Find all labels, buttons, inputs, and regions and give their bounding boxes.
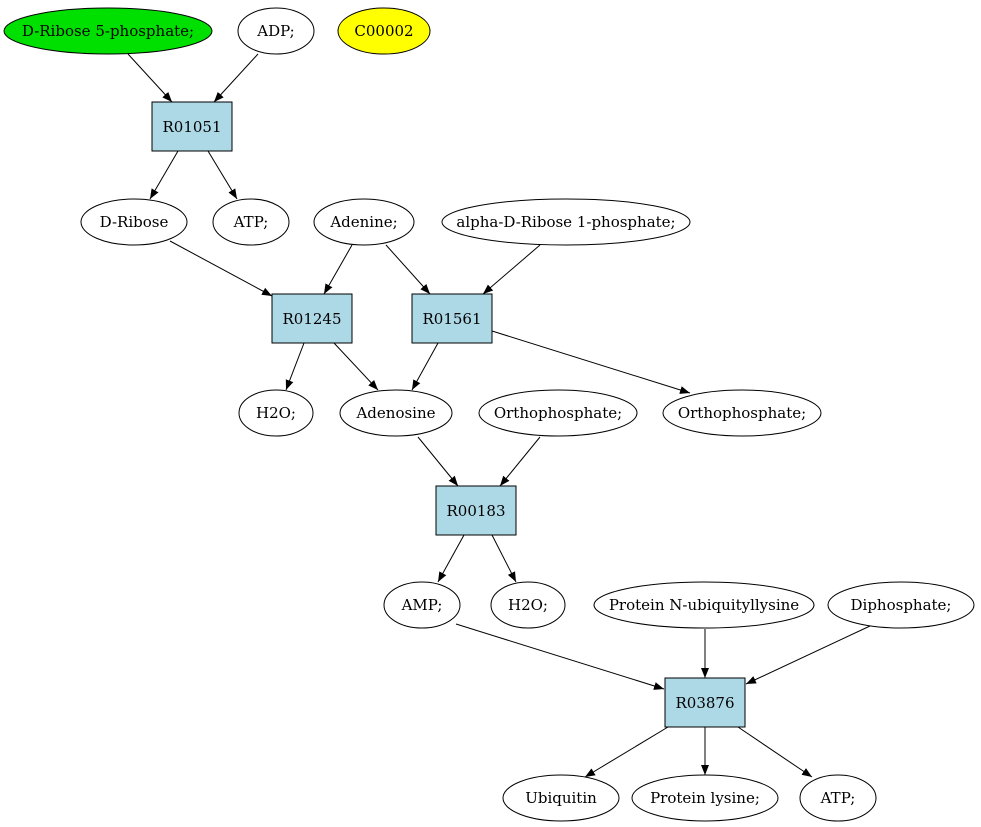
- compound-ellipse-atp-1: [212, 198, 290, 246]
- reaction-box-r03876: [664, 677, 746, 728]
- node-r00183[interactable]: R00183: [435, 485, 517, 536]
- label-ubiquitin: Ubiquitin: [525, 789, 597, 807]
- label-d-ribose: D-Ribose: [100, 213, 169, 231]
- node-protein-n-ubiquityllysine[interactable]: Protein N-ubiquityllysine: [593, 581, 815, 629]
- label-r01561: R01561: [422, 310, 481, 328]
- node-atp-1[interactable]: ATP;: [212, 198, 290, 246]
- edge-r03876-to-atp-2: [737, 726, 813, 778]
- node-c00002[interactable]: C00002: [337, 7, 431, 55]
- label-r00183: R00183: [446, 502, 505, 520]
- label-protein-n-ubiquityllysine: Protein N-ubiquityllysine: [609, 596, 799, 614]
- reaction-box-r01051: [151, 101, 233, 152]
- label-r01051: R01051: [162, 118, 221, 136]
- compound-ellipse-diphosphate: [827, 581, 975, 629]
- compound-ellipse-c00002: [337, 7, 431, 55]
- edge-r01245-to-h2o-1: [285, 342, 305, 391]
- compound-ellipse-d-ribose: [80, 198, 188, 246]
- node-r01051[interactable]: R01051: [151, 101, 233, 152]
- edges-layer: [127, 53, 871, 778]
- edge-amp-to-r03876: [455, 623, 665, 690]
- label-adenosine: Adenosine: [355, 404, 435, 422]
- edge-orthophosphate-1-to-r00183: [499, 436, 541, 487]
- edge-r01561-to-orthophosphate-2: [491, 330, 691, 394]
- edge-r01561-to-adenosine: [411, 342, 439, 391]
- node-d-ribose[interactable]: D-Ribose: [80, 198, 188, 246]
- node-r01245[interactable]: R01245: [271, 293, 353, 344]
- node-diphosphate[interactable]: Diphosphate;: [827, 581, 975, 629]
- edge-d-ribose-to-r01245: [169, 240, 273, 297]
- edge-r01051-to-atp-1: [207, 150, 238, 200]
- label-d-ribose-5-phosphate: D-Ribose 5-phosphate;: [22, 22, 194, 40]
- compound-ellipse-amp: [383, 581, 461, 629]
- compound-ellipse-adp: [237, 7, 315, 55]
- edge-r01245-to-adenosine: [333, 342, 379, 391]
- compound-ellipse-adenosine: [339, 389, 453, 437]
- edge-diphosphate-to-r03876: [745, 625, 871, 685]
- label-diphosphate: Diphosphate;: [851, 596, 952, 614]
- compound-ellipse-orthophosphate-2: [662, 389, 822, 437]
- node-h2o-1[interactable]: H2O;: [238, 389, 314, 437]
- node-r01561[interactable]: R01561: [411, 293, 493, 344]
- compound-ellipse-d-ribose-5-phosphate: [3, 7, 213, 55]
- node-protein-lysine[interactable]: Protein lysine;: [631, 774, 779, 822]
- label-r03876: R03876: [675, 694, 734, 712]
- reaction-box-r01245: [271, 293, 353, 344]
- label-c00002: C00002: [354, 22, 413, 40]
- label-r01245: R01245: [282, 310, 341, 328]
- edge-r03876-to-ubiquitin: [584, 726, 669, 778]
- compound-ellipse-protein-n-ubiquityllysine: [593, 581, 815, 629]
- label-h2o-2: H2O;: [508, 596, 548, 614]
- label-atp-1: ATP;: [233, 213, 269, 231]
- nodes-layer: D-Ribose 5-phosphate; ADP; C00002 R01051…: [3, 7, 975, 822]
- node-adp[interactable]: ADP;: [237, 7, 315, 55]
- compound-ellipse-atp-2: [799, 774, 877, 822]
- reaction-box-r00183: [435, 485, 517, 536]
- compound-ellipse-adenine: [313, 198, 415, 246]
- node-adenine[interactable]: Adenine;: [313, 198, 415, 246]
- label-orthophosphate-2: Orthophosphate;: [678, 404, 806, 422]
- compound-ellipse-protein-lysine: [631, 774, 779, 822]
- edge-adenosine-to-r00183: [417, 436, 459, 487]
- compound-ellipse-orthophosphate-1: [478, 389, 638, 437]
- label-protein-lysine: Protein lysine;: [650, 789, 760, 807]
- edge-adp-to-r01051: [213, 53, 259, 103]
- label-adp: ADP;: [256, 22, 294, 40]
- edge-d-ribose-5-phosphate-to-r01051: [127, 53, 173, 103]
- label-orthophosphate-1: Orthophosphate;: [494, 404, 622, 422]
- label-alpha-d-ribose-1-phosphate: alpha-D-Ribose 1-phosphate;: [456, 213, 675, 231]
- node-alpha-d-ribose-1-phosphate[interactable]: alpha-D-Ribose 1-phosphate;: [441, 198, 691, 246]
- label-h2o-1: H2O;: [256, 404, 296, 422]
- compound-ellipse-h2o-2: [490, 581, 566, 629]
- compound-ellipse-alpha-d-ribose-1-phosphate: [441, 198, 691, 246]
- reaction-box-r01561: [411, 293, 493, 344]
- node-orthophosphate-2[interactable]: Orthophosphate;: [662, 389, 822, 437]
- node-ubiquitin[interactable]: Ubiquitin: [502, 774, 620, 822]
- node-amp[interactable]: AMP;: [383, 581, 461, 629]
- node-r03876[interactable]: R03876: [664, 677, 746, 728]
- edge-r00183-to-amp: [437, 534, 465, 583]
- edge-adenine-to-r01245: [323, 244, 353, 295]
- edge-r00183-to-h2o-2: [491, 534, 517, 583]
- node-d-ribose-5-phosphate[interactable]: D-Ribose 5-phosphate;: [3, 7, 213, 55]
- node-atp-2[interactable]: ATP;: [799, 774, 877, 822]
- node-adenosine[interactable]: Adenosine: [339, 389, 453, 437]
- node-orthophosphate-1[interactable]: Orthophosphate;: [478, 389, 638, 437]
- edge-adenine-to-r01561: [385, 244, 431, 295]
- edge-r01051-to-d-ribose: [149, 150, 179, 200]
- edge-alpha-d-ribose-1-phosphate-to-r01561: [482, 244, 541, 295]
- label-amp: AMP;: [401, 596, 443, 614]
- label-atp-2: ATP;: [820, 789, 856, 807]
- compound-ellipse-h2o-1: [238, 389, 314, 437]
- label-adenine: Adenine;: [329, 213, 397, 231]
- node-h2o-2[interactable]: H2O;: [490, 581, 566, 629]
- compound-ellipse-ubiquitin: [502, 774, 620, 822]
